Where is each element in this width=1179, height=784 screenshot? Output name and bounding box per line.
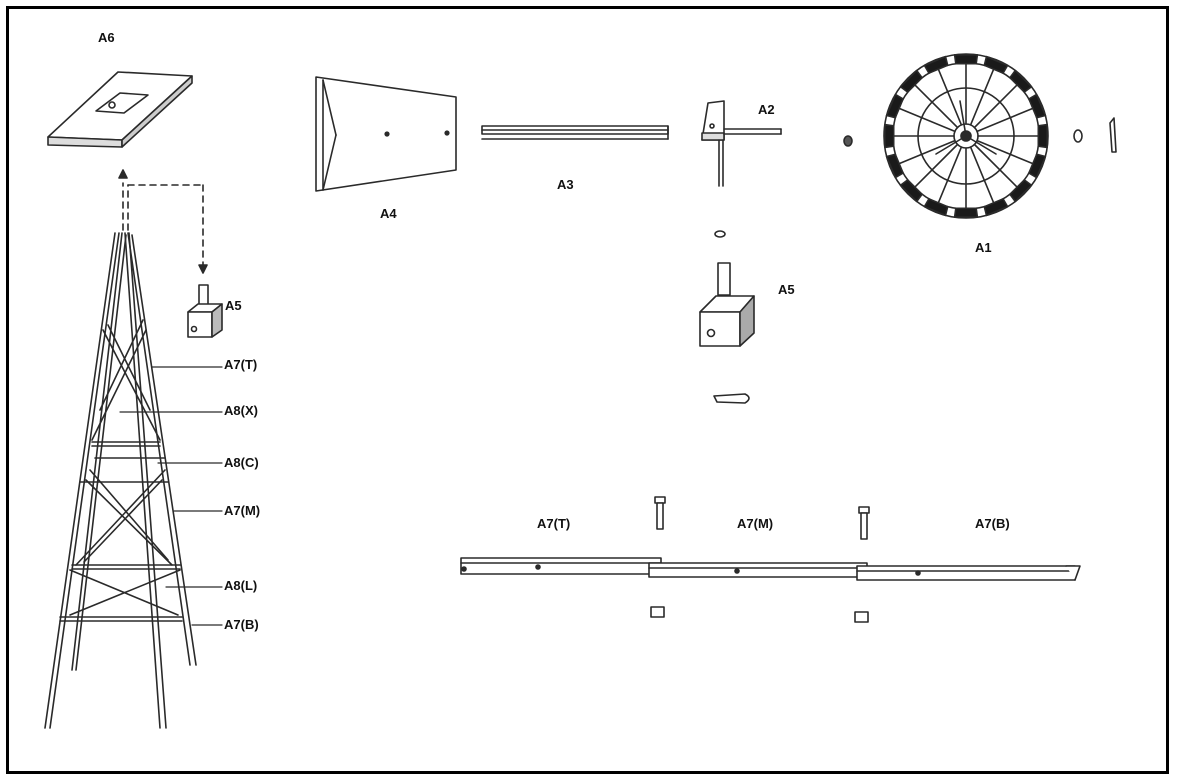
leg-section-bottom (856, 565, 1076, 581)
wheel-blade (983, 198, 1009, 217)
wheel-blade (953, 207, 979, 218)
label-a8x: A8(X) (224, 403, 258, 418)
nut-icon (843, 135, 853, 147)
wheel-spoke (973, 143, 1019, 189)
washer-icon (714, 230, 726, 238)
wheel-blade (1009, 179, 1033, 203)
wheel-blade (923, 198, 949, 217)
arrow-head-up (118, 169, 128, 179)
label-a4: A4 (380, 206, 397, 221)
tower-top-part-a5-detail (699, 262, 755, 347)
label-a1: A1 (975, 240, 992, 255)
wheel-spoke (969, 67, 995, 126)
leg-section-top (460, 557, 662, 575)
wheel-spoke (973, 83, 1019, 129)
wheel-spoke (937, 67, 963, 126)
wheel-spoke (897, 107, 956, 133)
wheel-spoke (913, 83, 959, 129)
assembly-arrow (122, 182, 204, 266)
leader-lines (119, 366, 223, 626)
tail-vane-a4 (315, 76, 457, 192)
wheel-blade (899, 179, 923, 203)
label-a7b-tower: A7(B) (224, 617, 259, 632)
nut-icon (1073, 129, 1083, 143)
wheel-blade (983, 55, 1009, 74)
tail-boom-a3 (481, 125, 669, 140)
leg-bolt-top (654, 496, 666, 530)
label-a7m-tower: A7(M) (224, 503, 261, 518)
wheel-blade (1037, 123, 1048, 149)
cotter-pin-icon (1109, 117, 1117, 153)
arrow-head-down (198, 264, 208, 274)
leg-nut-top (650, 606, 665, 618)
label-a3: A3 (557, 177, 574, 192)
wheel-blade (1028, 93, 1047, 119)
leg-sections (460, 557, 1081, 581)
wheel-spoke (897, 139, 956, 165)
wheel-spoke (937, 146, 963, 205)
tail-bracket-a2 (701, 100, 782, 187)
wheel-blade (953, 54, 979, 65)
label-a6: A6 (98, 30, 115, 45)
label-a8l: A8(L) (224, 578, 258, 593)
wheel-blade (1009, 69, 1033, 93)
label-a8c: A8(C) (224, 455, 259, 470)
platform-part-a6 (47, 71, 193, 148)
wheel-spoke (913, 143, 959, 189)
wheel-blade (923, 55, 949, 74)
label-a7t-leg: A7(T) (537, 516, 571, 531)
label-a7b-leg: A7(B) (975, 516, 1010, 531)
tower-top-part-a5 (187, 284, 223, 338)
wheel-blade (1028, 153, 1047, 179)
leg-bolt-middle (858, 506, 870, 540)
wheel-spoke (976, 107, 1035, 133)
label-a7t-tower: A7(T) (224, 357, 258, 372)
label-a7m-leg: A7(M) (737, 516, 774, 531)
wheel-spoke (976, 139, 1035, 165)
wheel-blade (885, 153, 904, 179)
wheel-spoke (969, 146, 995, 205)
label-a5-detail: A5 (778, 282, 795, 297)
tower-assembly (44, 232, 197, 729)
leg-section-middle (648, 562, 868, 578)
bolt-icon (713, 393, 750, 404)
windmill-wheel-a1 (883, 53, 1049, 219)
leg-nut-middle (854, 611, 869, 623)
wheel-blade (899, 69, 923, 93)
wheel-blade (884, 123, 895, 149)
label-a2: A2 (758, 102, 775, 117)
wheel-blade (885, 93, 904, 119)
label-a5-tower: A5 (225, 298, 242, 313)
